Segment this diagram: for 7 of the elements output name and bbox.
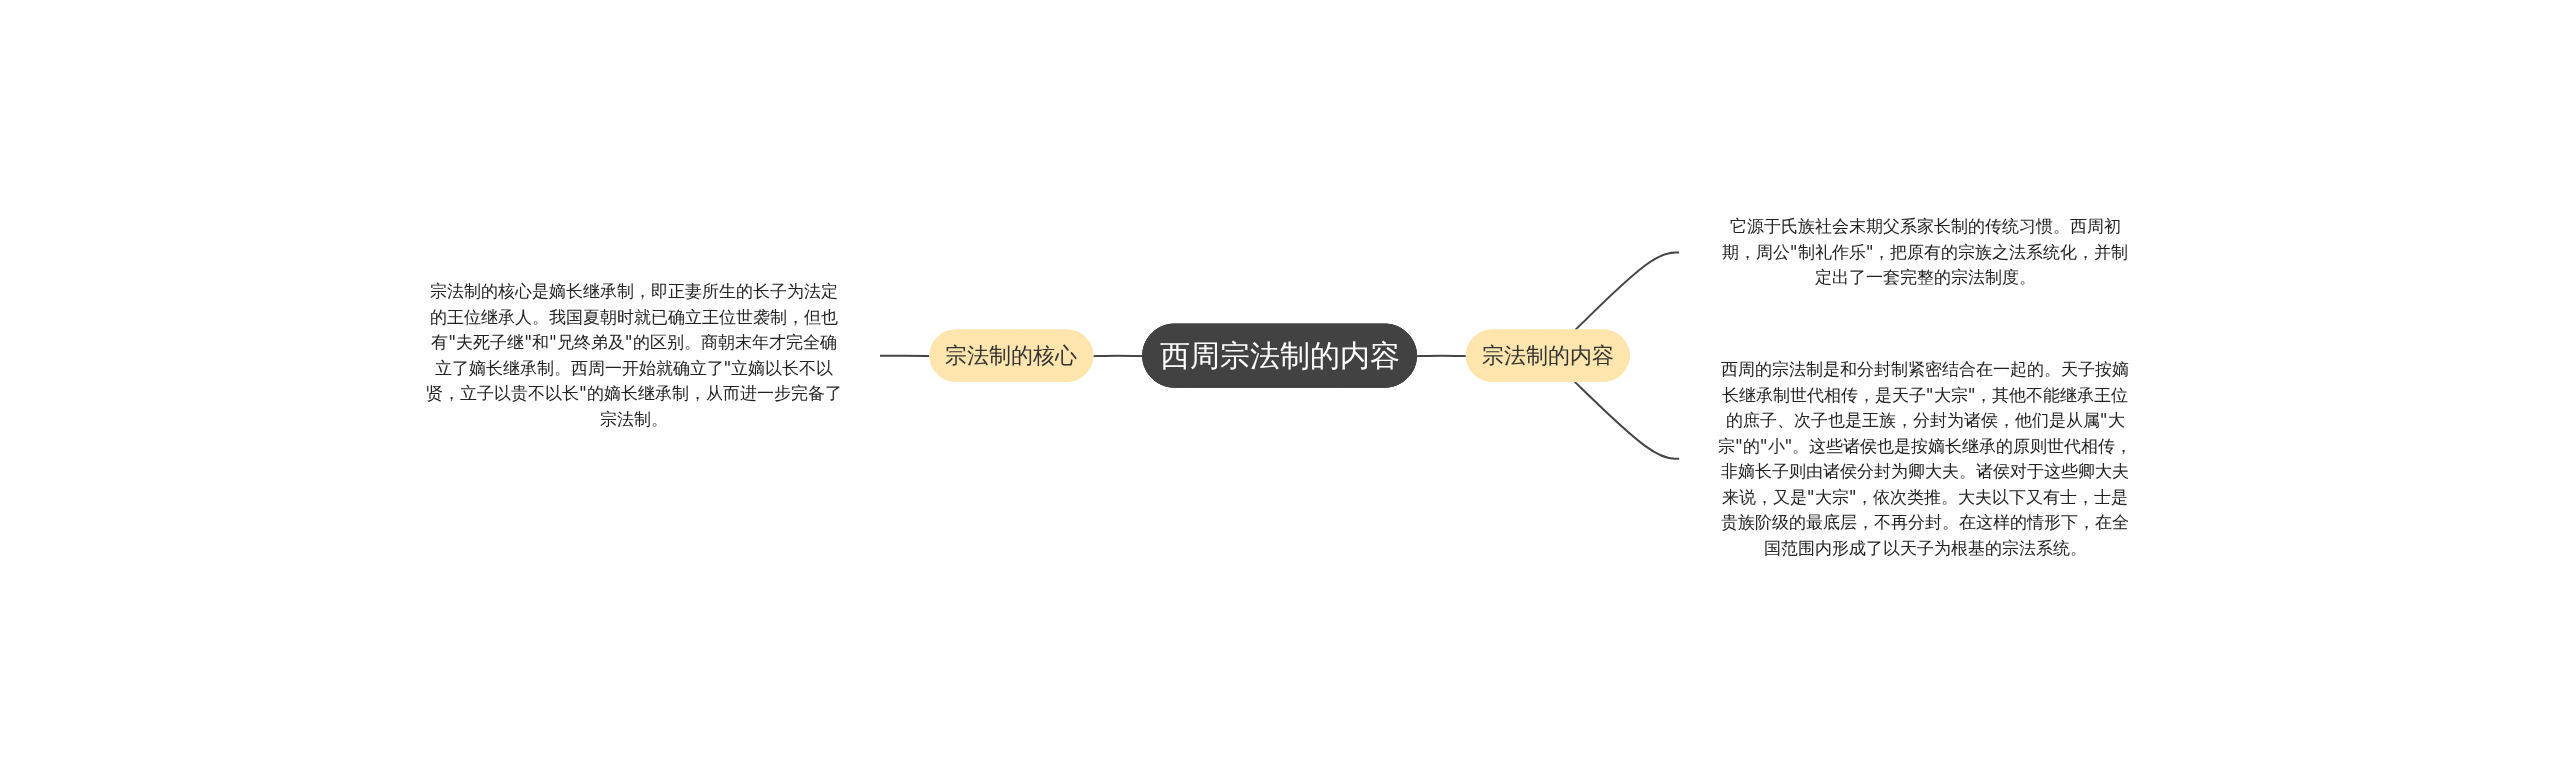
connector: [1574, 251, 1681, 332]
node-text: 西周的宗法制是和分封制紧密结合在一起的。天子按嫡长继承制世代相传，是天子"大宗"，其他不能继承王位的庶子、次子也是王族，分封为诸侯，他们是从属"大宗"的"小"。这些诸侯也是按嫡长继承的原则世代相传，非嫡长子则由诸侯分封为卿大夫。诸侯对于这些卿大夫来说，又是"大宗"，依次类推。大夫以下又有士，士是贵族阶级的最底层，不再分封。在这样的情形下，在全国范围内形成了以天子为根基的宗法系统。: [1718, 358, 2133, 558]
connector: [1092, 354, 1145, 358]
node-text: 它源于氏族社会末期父系家长制的传统习惯。西周初期，周公"制礼作乐"，把原有的宗族之法系统化，并制定出了一套完整的宗法制度。: [1722, 216, 2129, 288]
node-text: 宗法制的核心是嫡长继承制，即正妻所生的长子为法定的王位继承人。我国夏朝时就已确立王位世袭制，但也有"夫死子继"和"兄终弟及"的区别。商朝末年才完全确立了嫡长继承制。西周一开始就确立了"立嫡以长不以贤，立子以贵不以长"的嫡长继承制，从而进一步完备了宗法制。: [426, 281, 843, 429]
connector: [879, 354, 932, 358]
connector: [1574, 380, 1681, 460]
